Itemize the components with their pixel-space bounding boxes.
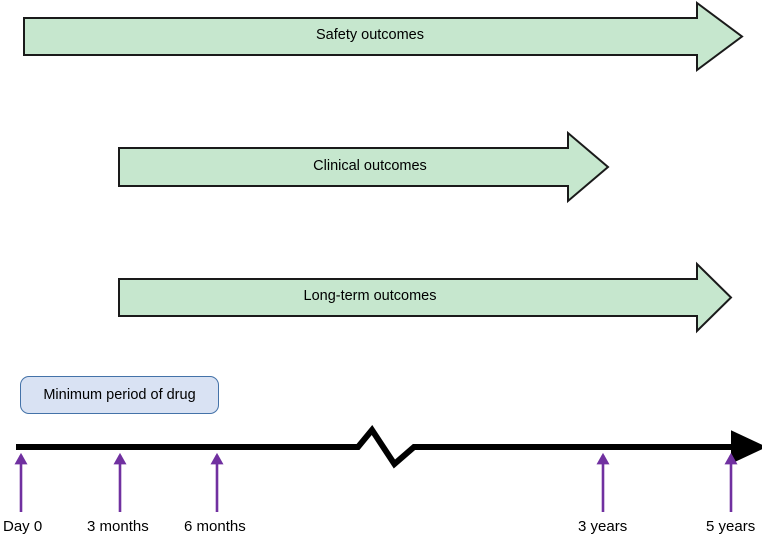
tick-label-5-years: 5 years [706, 518, 756, 535]
timeline-axis-line [16, 424, 762, 469]
tick-label-day-0: Day 0 [3, 518, 43, 535]
outcome-arrow-safety [23, 1, 744, 72]
outcome-arrow-long-term [118, 261, 733, 334]
minimum-period-of-drug-label: Minimum period of drug [43, 386, 196, 403]
outcome-arrow-clinical [118, 130, 610, 204]
tick-label-6-months: 6 months [184, 518, 246, 535]
tick-label-3-years: 3 years [578, 518, 628, 535]
minimum-period-of-drug-callout: Minimum period of drug [20, 376, 219, 414]
tick-label-3-months: 3 months [87, 518, 149, 535]
